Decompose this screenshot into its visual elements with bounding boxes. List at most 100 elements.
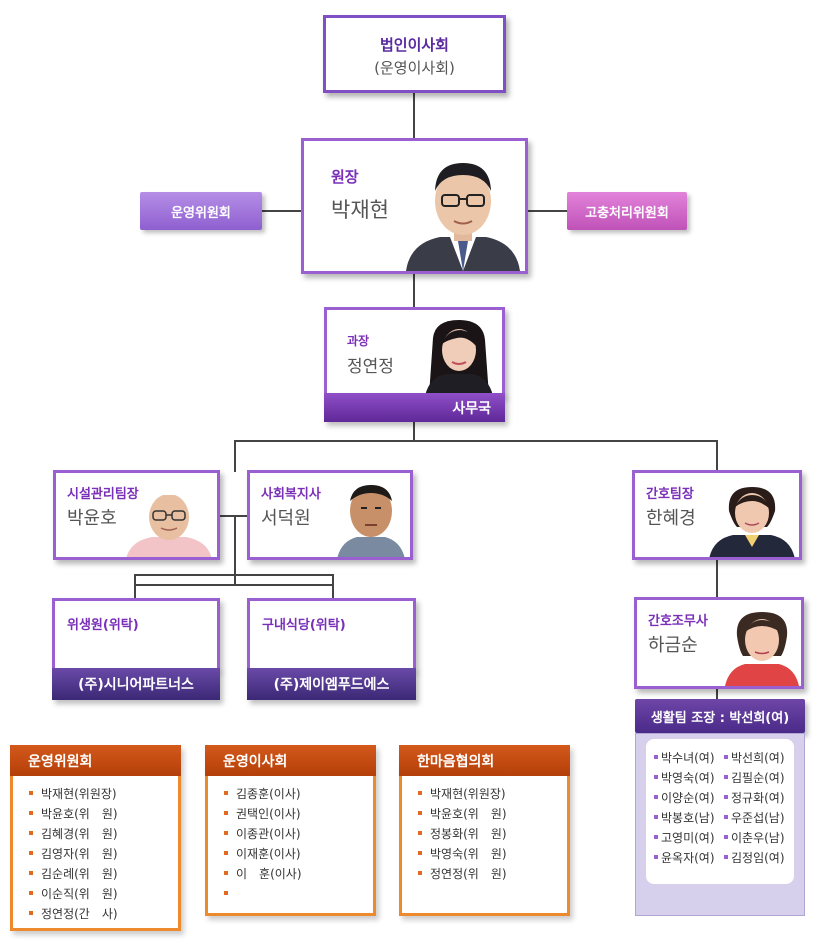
- list-item: 이종관(이사): [224, 824, 302, 844]
- committee-member-list: 박재현(위원장) 박윤호(위 원) 정봉화(위 원) 박영숙(위 원) 정연정(…: [418, 784, 507, 884]
- staff-photo: [126, 495, 212, 557]
- director-photo: [406, 163, 520, 271]
- list-item: 김종훈(이사): [224, 784, 302, 804]
- life-team-header: 생활팀 조장 : 박선희(여): [635, 699, 805, 733]
- list-item: 김혜경(위 원): [29, 824, 118, 844]
- staff-box-facility: 시설관리팀장 박윤호: [53, 470, 220, 560]
- staff-photo: [725, 612, 799, 686]
- contractor-box-sanitation: 위생원(위탁): [52, 598, 220, 670]
- committee-title: 한마음협의회: [417, 753, 495, 770]
- committee-header: 운영이사회: [205, 745, 376, 776]
- connector-director-manager: [413, 273, 415, 308]
- manager-role: 과장: [347, 334, 370, 348]
- contractor-company-bar: (주)시니어파트너스: [52, 668, 220, 700]
- list-item: 이순직(위 원): [29, 884, 118, 904]
- committee-box-board: 운영이사회 김종훈(이사) 권택인(이사) 이종관(이사) 이재훈(이사) 이 …: [205, 745, 376, 916]
- list-item: 박영숙(여): [654, 768, 715, 788]
- connector-manager-branch: [413, 422, 415, 441]
- list-item: 이재훈(이사): [224, 844, 302, 864]
- staff-name: 박윤호: [67, 508, 117, 529]
- side-committee-grievance[interactable]: 고충처리위원회: [567, 192, 687, 230]
- list-item: 정봉화(위 원): [418, 824, 507, 844]
- list-item: 박봉호(남): [654, 808, 715, 828]
- list-item: 김정임(여): [724, 848, 785, 868]
- connector-branch-left: [234, 440, 236, 472]
- list-item: 김순례(위 원): [29, 864, 118, 884]
- department-bar: 사무국: [324, 393, 505, 422]
- list-item: 고영미(여): [654, 828, 715, 848]
- list-item: 박영숙(위 원): [418, 844, 507, 864]
- contractor-company: (주)시니어파트너스: [78, 677, 194, 693]
- committee-title: 운영이사회: [223, 753, 288, 770]
- list-item: 이 훈(이사): [224, 864, 302, 884]
- list-item: 권택인(이사): [224, 804, 302, 824]
- board-box: 법인이사회 (운영이사회): [323, 15, 506, 93]
- contractor-box-cafeteria: 구내식당(위탁): [247, 598, 416, 670]
- list-item: 정연정(간 사): [29, 904, 118, 924]
- life-team-title: 생활팀 조장 : 박선희(여): [650, 710, 790, 726]
- staff-role: 시설관리팀장: [67, 487, 139, 502]
- contractor-company: (주)제이엠푸드에스: [273, 677, 390, 693]
- list-item: 윤옥자(여): [654, 848, 715, 868]
- committee-header: 한마음협의회: [399, 745, 570, 776]
- list-item: 김필순(여): [724, 768, 785, 788]
- life-team-panel: 박수녀(여) 박영숙(여) 이양순(여) 박봉호(남) 고영미(여) 윤옥자(여…: [635, 733, 805, 916]
- committee-header: 운영위원회: [10, 745, 181, 776]
- manager-name: 정연정: [347, 357, 394, 377]
- list-item: 박재현(위원장): [418, 784, 507, 804]
- connector-contract-top: [134, 584, 334, 586]
- contractor-company-bar: (주)제이엠푸드에스: [247, 668, 416, 700]
- connector-assistant-life: [716, 689, 718, 699]
- list-item: 박재현(위원장): [29, 784, 118, 804]
- connector-contract-right: [332, 574, 334, 599]
- connector-left-committee: [262, 210, 302, 212]
- staff-name: 서덕원: [261, 508, 311, 529]
- list-item: [224, 884, 302, 904]
- list-item: 정규화(여): [724, 788, 785, 808]
- director-box: 원장 박재현: [301, 138, 528, 274]
- list-item: 박윤호(위 원): [29, 804, 118, 824]
- committee-box-council: 한마음협의회 박재현(위원장) 박윤호(위 원) 정봉화(위 원) 박영숙(위 …: [399, 745, 570, 916]
- list-item: 정연정(위 원): [418, 864, 507, 884]
- contractor-role: 구내식당(위탁): [262, 618, 346, 633]
- staff-role: 간호조무사: [648, 614, 708, 629]
- connector-board-director: [413, 92, 415, 140]
- connector-contract-horizontal: [134, 574, 334, 576]
- connector-contract-left: [134, 574, 136, 599]
- board-title: 법인이사회: [379, 36, 449, 54]
- life-team-inner: 박수녀(여) 박영숙(여) 이양순(여) 박봉호(남) 고영미(여) 윤옥자(여…: [646, 739, 794, 884]
- department-label: 사무국: [452, 400, 491, 417]
- list-item: 이춘우(남): [724, 828, 785, 848]
- list-item: 우준섭(남): [724, 808, 785, 828]
- list-item: 박선희(여): [724, 748, 785, 768]
- board-subtitle: (운영이사회): [374, 59, 455, 77]
- life-team-list-right: 박선희(여) 김필순(여) 정규화(여) 우준섭(남) 이춘우(남) 김정임(여…: [724, 748, 785, 868]
- committee-member-list: 김종훈(이사) 권택인(이사) 이종관(이사) 이재훈(이사) 이 훈(이사): [224, 784, 302, 904]
- connector-staff-down: [234, 515, 236, 585]
- list-item: 김영자(위 원): [29, 844, 118, 864]
- list-item: 박윤호(위 원): [418, 804, 507, 824]
- manager-photo: [425, 320, 493, 396]
- staff-photo: [337, 485, 405, 557]
- staff-name: 한혜경: [646, 508, 696, 529]
- list-item: 박수녀(여): [654, 748, 715, 768]
- staff-box-nurse-lead: 간호팀장 한혜경: [632, 470, 802, 560]
- manager-box: 과장 정연정: [324, 307, 505, 396]
- committee-title: 운영위원회: [28, 753, 93, 770]
- life-team-list-left: 박수녀(여) 박영숙(여) 이양순(여) 박봉호(남) 고영미(여) 윤옥자(여…: [654, 748, 715, 868]
- committee-member-list: 박재현(위원장) 박윤호(위 원) 김혜경(위 원) 김영자(위 원) 김순례(…: [29, 784, 118, 924]
- staff-photo: [709, 487, 795, 557]
- list-item: 이양순(여): [654, 788, 715, 808]
- staff-box-nurse-assistant: 간호조무사 하금순: [634, 597, 804, 689]
- contractor-role: 위생원(위탁): [67, 618, 139, 633]
- staff-name: 하금순: [648, 635, 698, 656]
- director-role: 원장: [331, 168, 359, 186]
- staff-role: 사회복지사: [261, 487, 321, 502]
- connector-nurse-assistant: [716, 559, 718, 598]
- connector-right-committee: [527, 210, 567, 212]
- connector-branch-right: [716, 440, 718, 472]
- connector-branch-horizontal: [234, 440, 718, 442]
- director-name: 박재현: [331, 198, 389, 222]
- side-committee-operations[interactable]: 운영위원회: [140, 192, 262, 230]
- staff-role: 간호팀장: [646, 487, 694, 502]
